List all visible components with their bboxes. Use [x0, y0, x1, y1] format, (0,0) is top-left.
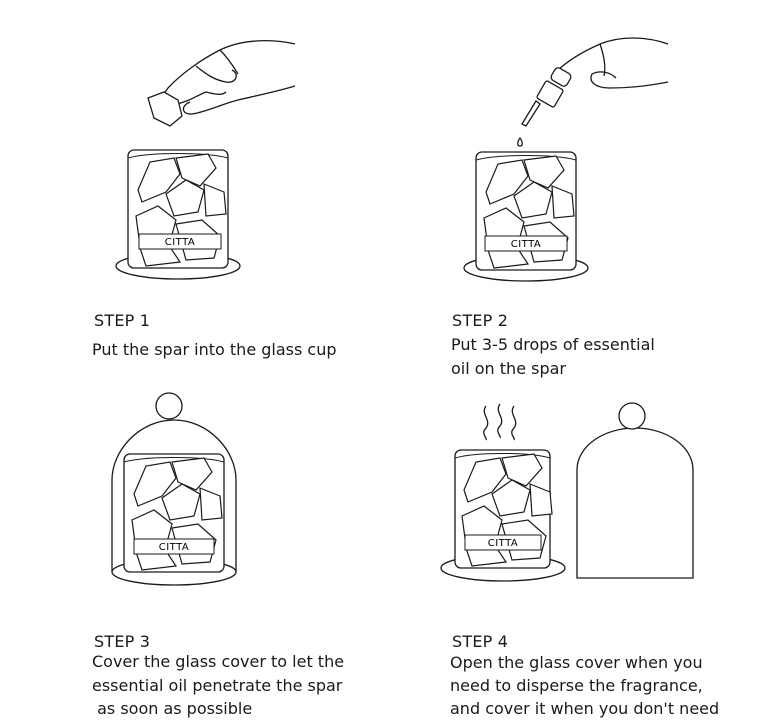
step3-line-3: as soon as possible	[92, 697, 252, 720]
step3-title: STEP 3	[94, 632, 150, 652]
brand-label: CITTA	[165, 237, 196, 248]
step1-line-1: Put the spar into the glass cup	[92, 338, 337, 361]
step3-line-2: essential oil penetrate the spar	[92, 674, 342, 697]
step1-title: STEP 1	[94, 311, 150, 331]
step2-title: STEP 2	[452, 311, 508, 331]
steam-icon	[484, 404, 516, 440]
glass-cup-icon: CITTA	[116, 150, 240, 279]
dropper-icon	[518, 66, 573, 146]
step4-line-2: need to disperse the fragrance,	[450, 674, 703, 697]
glass-cup-icon: CITTA	[464, 152, 588, 281]
brand-label: CITTA	[159, 542, 190, 553]
brand-label: CITTA	[488, 538, 519, 549]
step2-line-1: Put 3-5 drops of essential	[451, 333, 655, 356]
step4-line-1: Open the glass cover when you	[450, 651, 703, 674]
step3-illustration: CITTA	[112, 393, 236, 585]
hand-icon	[556, 38, 668, 88]
hand-icon	[148, 41, 295, 126]
brand-label: CITTA	[511, 239, 542, 250]
glass-cup-icon: CITTA	[441, 450, 565, 581]
step1-illustration: CITTA	[116, 41, 295, 279]
step2-line-2: oil on the spar	[451, 357, 566, 380]
step4-title: STEP 4	[452, 632, 508, 652]
step4-line-3: and cover it when you don't need	[450, 697, 719, 720]
glass-dome-icon	[577, 403, 693, 578]
step4-illustration: CITTA	[441, 403, 693, 581]
glass-cup-icon: CITTA	[124, 454, 224, 572]
step2-illustration: CITTA	[464, 38, 668, 281]
step3-line-1: Cover the glass cover to let the	[92, 650, 344, 673]
